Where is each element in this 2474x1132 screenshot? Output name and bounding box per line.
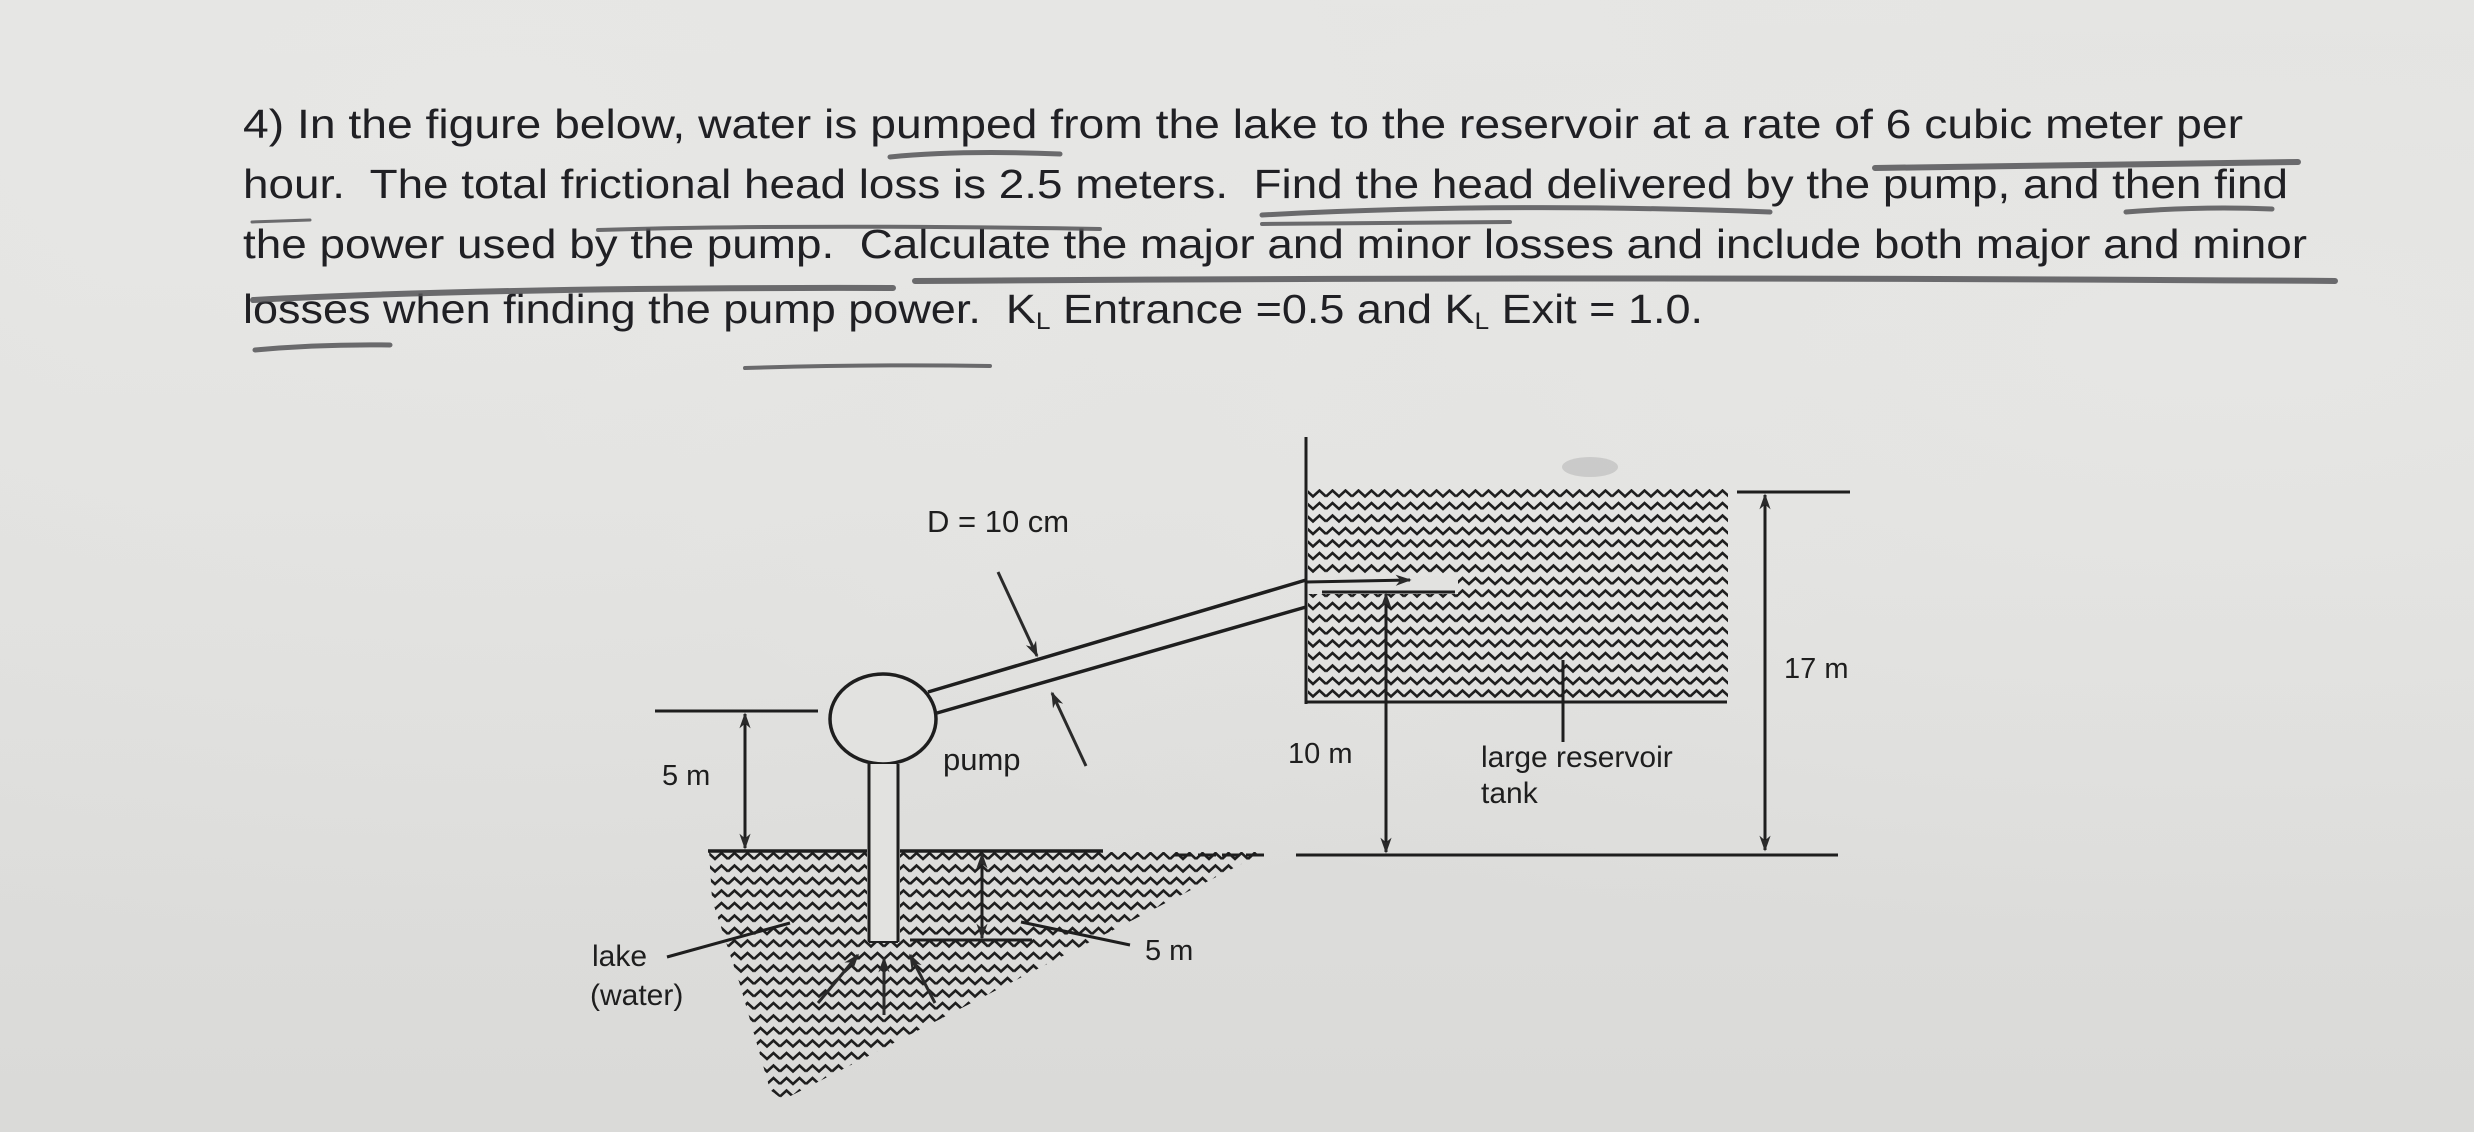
- line4-text-b: Entrance =0.5 and K: [1050, 286, 1475, 332]
- problem-line-2: hour. The total frictional head loss is …: [243, 161, 2288, 207]
- pipe-diameter-label: D = 10 cm: [927, 504, 1069, 539]
- line4-text-c: Exit = 1.0.: [1489, 286, 1703, 332]
- reservoir-label-tank: tank: [1481, 777, 1539, 810]
- pump-label: pump: [943, 742, 1021, 777]
- reservoir-label: large reservoir: [1481, 741, 1673, 774]
- smudge: [1562, 457, 1618, 477]
- kl-subscript-exit: L: [1474, 308, 1490, 335]
- problem-line-1: 4) In the figure below, water is pumped …: [243, 101, 2243, 147]
- reservoir-tank: [1304, 437, 1728, 704]
- problem-statement: 4) In the figure below, water is pumped …: [243, 0, 2443, 400]
- kl-subscript-entrance: L: [1035, 308, 1051, 335]
- pencil-marks: [250, 150, 2338, 370]
- reservoir-surface-dimension: [1737, 490, 1850, 852]
- lake-label-water: (water): [590, 979, 683, 1012]
- reservoir-surface-label: 17 m: [1784, 653, 1848, 685]
- pump-icon: [828, 672, 938, 766]
- intake-depth-label: 5 m: [1145, 935, 1193, 967]
- lake-leader-line: [666, 921, 791, 959]
- outlet-height-label: 10 m: [1288, 738, 1352, 770]
- discharge-pipe: [927, 574, 1458, 715]
- diameter-arrows: [996, 571, 1088, 767]
- problem-line-3: the power used by the pump. Calculate th…: [243, 221, 2307, 267]
- entrance-flow-arrows: [816, 953, 937, 1015]
- pump-height-label: 5 m: [662, 760, 710, 792]
- lake-label: lake: [592, 940, 647, 973]
- intake-depth-dimension: [910, 852, 1131, 947]
- lake: [708, 849, 1265, 1100]
- pump-height-dimension: [655, 709, 818, 850]
